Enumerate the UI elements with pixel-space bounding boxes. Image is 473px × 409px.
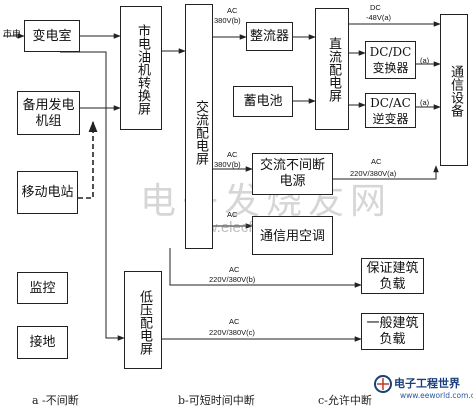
node-dc-panel-label: 直流配电屏 (326, 36, 341, 102)
node-low-voltage-panel-label: 低压配电屏 (137, 289, 152, 355)
node-dcac-label: DC/AC逆变器 (370, 96, 411, 126)
label-a-upper: (a) (420, 56, 430, 65)
label-ac380b-top: AC (227, 6, 238, 15)
node-ups-label: 交流不间断电源 (259, 158, 325, 189)
node-ac-panel-label: 交流配电屏 (193, 99, 208, 165)
node-substation-label: 变电室 (32, 29, 72, 44)
node-ups: 交流不间断电源 (252, 153, 333, 195)
node-battery-label: 蓄电池 (243, 94, 283, 109)
edge-substation-lowvoltage (60, 51, 125, 341)
logo-title: 电子工程世界 (394, 377, 460, 390)
label-ac-ups-out-bottom: 220V/380V(a) (350, 169, 397, 178)
node-general-load-label: 一般建筑负载 (366, 316, 419, 347)
node-dcac: DC/AC逆变器 (365, 93, 416, 128)
legend-a: a -不间断 (32, 394, 79, 407)
node-monitoring-label: 监控 (29, 281, 56, 296)
node-dc-panel: 直流配电屏 (315, 8, 349, 130)
node-battery: 蓄电池 (233, 86, 293, 117)
node-rectifier: 整流器 (246, 22, 293, 51)
node-mobile-power: 移动电站 (17, 171, 78, 214)
node-ac-panel: 交流配电屏 (185, 4, 213, 249)
node-general-load: 一般建筑负载 (361, 313, 424, 350)
node-mobile-power-label: 移动电站 (21, 185, 74, 200)
label-ac-guaranteed-top: AC (229, 265, 240, 274)
node-monitoring: 监控 (17, 272, 68, 304)
node-aircon: 通信用空调 (252, 216, 333, 255)
label-ac-aircon: AC (227, 210, 238, 219)
node-dcdc: DC/DC变换器 (365, 41, 416, 79)
legend-c: c-允许中断 (318, 394, 372, 407)
label-ac-guaranteed-bottom: 220V/380V(b) (209, 275, 256, 284)
edge-mobile-dashed (78, 120, 98, 199)
edge-ups-telecom (333, 165, 439, 180)
label-dc48-bottom: -48V(a) (366, 13, 392, 22)
node-telecom-label: 通信设备 (448, 65, 463, 117)
legend-b: b-可短时间中断 (178, 394, 255, 407)
node-aircon-label: 通信用空调 (259, 229, 325, 244)
eeworld-logo (372, 370, 472, 406)
label-ac-general-bottom: 220V/380V(c) (209, 328, 255, 337)
label-ac-general-top: AC (229, 317, 240, 326)
label-dc48-top: DC (370, 3, 381, 12)
label-ac380-ups-bottom: 380V(b) (214, 160, 241, 169)
node-substation: 变电室 (24, 20, 80, 52)
label-ac380-ups-top: AC (227, 150, 238, 159)
label-ac380b-bottom: 380V(b) (214, 16, 241, 25)
edge-ac-guaranteed (169, 248, 362, 288)
node-low-voltage-panel: 低压配电屏 (124, 271, 162, 369)
node-grounding-label: 接地 (29, 335, 56, 350)
node-backup-generator-label: 备用发电机组 (22, 98, 75, 129)
node-grounding: 接地 (17, 326, 68, 359)
label-ac-ups-out-top: AC (371, 157, 382, 166)
logo-url: www.eeworld.com.cn (400, 391, 473, 400)
node-telecom: 通信设备 (440, 14, 468, 166)
node-mains: 市电 (3, 29, 22, 39)
node-transfer-panel: 市电油机转换屏 (120, 6, 162, 130)
node-transfer-panel-label: 市电油机转换屏 (135, 23, 150, 115)
label-a-lower: (a) (420, 98, 430, 107)
node-dcdc-label: DC/DC变换器 (369, 45, 412, 75)
node-guaranteed-load-label: 保证建筑负载 (366, 261, 419, 292)
node-backup-generator: 备用发电机组 (17, 91, 80, 135)
node-guaranteed-load: 保证建筑负载 (361, 258, 424, 294)
node-rectifier-label: 整流器 (249, 29, 289, 44)
